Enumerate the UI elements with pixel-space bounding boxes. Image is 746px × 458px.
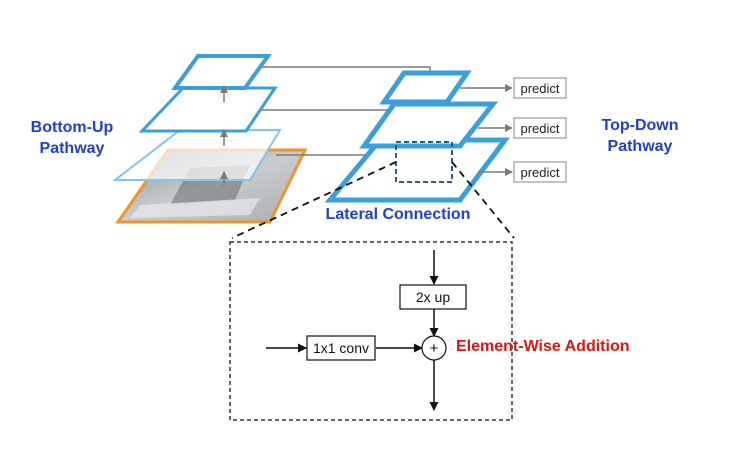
top-down-layer-1 [379, 70, 472, 105]
top-down-layer-2 [359, 101, 499, 149]
predict-box-1: predict [513, 77, 567, 99]
upsample-label: 2x up [416, 289, 450, 305]
top-down-pathway-label: Top-Down Pathway [601, 117, 679, 155]
plus-node: + [421, 335, 447, 361]
detail-panel [229, 241, 513, 421]
zoom-lines [231, 161, 515, 239]
detail-arrows [266, 250, 439, 411]
lateral-connection-label: Lateral Connection [325, 206, 471, 223]
predict-arrows [460, 84, 513, 176]
bottom-up-layer-2 [138, 86, 278, 133]
conv-box: 1x1 conv [306, 335, 376, 361]
predict-label-1: predict [520, 81, 559, 96]
top-down-layer-3 [324, 137, 510, 203]
upsample-box: 2x up [399, 284, 467, 310]
predict-label-3: predict [520, 165, 559, 180]
predict-label-2: predict [520, 121, 559, 136]
bottom-up-pathway-label: Bottom-Up Pathway [30, 119, 114, 157]
predict-box-3: predict [513, 161, 567, 183]
predict-box-2: predict [513, 117, 567, 139]
bottom-up-layer-3 [112, 129, 282, 181]
bottom-up-layer-1 [171, 54, 272, 90]
plus-label: + [430, 340, 439, 357]
conv-label: 1x1 conv [313, 340, 369, 356]
element-wise-addition-label: Element-Wise Addition [456, 338, 630, 355]
